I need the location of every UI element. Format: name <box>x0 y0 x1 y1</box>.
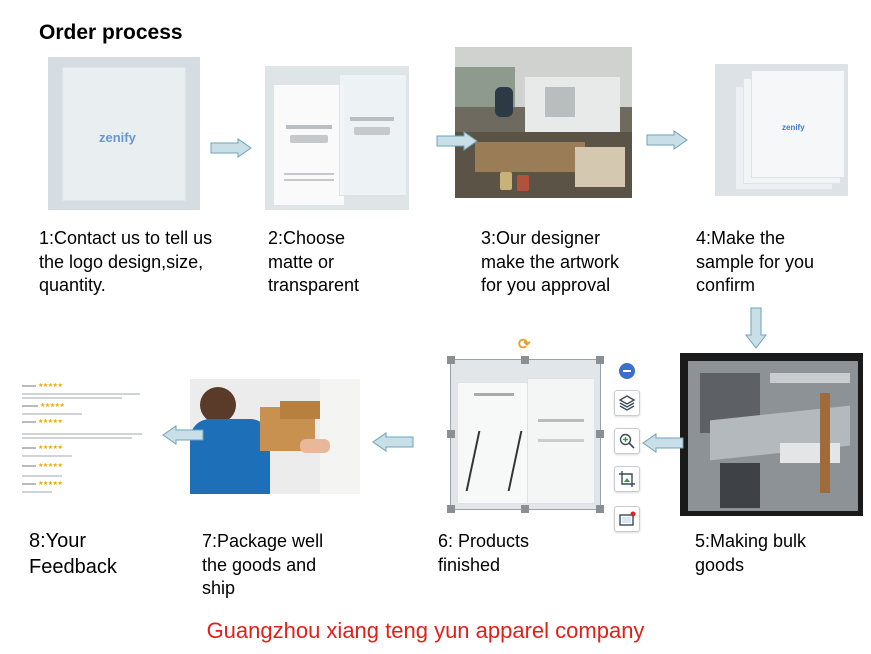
step6-caption: 6: Products finished <box>438 531 530 575</box>
step6-selection-frame[interactable]: ⟳ <box>447 336 604 513</box>
resize-handle-n[interactable] <box>521 356 529 364</box>
arrow-right-2 <box>436 131 478 151</box>
crop-icon <box>619 471 635 487</box>
image-frame-button[interactable] <box>614 506 640 532</box>
step8-caption: 8:Your Feedback <box>29 530 117 578</box>
step6-photo <box>451 360 600 509</box>
arrow-right-1 <box>210 138 252 158</box>
resize-handle-ne[interactable] <box>596 356 604 364</box>
arrow-left-1 <box>642 433 684 453</box>
step7-caption: 7:Package well the goods and ship <box>202 531 324 598</box>
company-footer: Guangzhou xiang teng yun apparel company <box>206 618 645 643</box>
frosted-bag: zenify <box>62 67 186 201</box>
arrow-down <box>745 307 767 349</box>
step3-photo <box>455 47 632 198</box>
finished-bag-left <box>457 382 531 504</box>
step1-caption: 1:Contact us to tell us the logo design,… <box>39 228 213 295</box>
transparent-bag <box>339 74 407 196</box>
arrow-left-3 <box>162 425 204 445</box>
step5-photo <box>680 353 863 516</box>
step8-photo: ★★★★★ ★★★★★ ★★★★★ ★★★★★ ★★★★★ ★★★★★ <box>20 383 144 498</box>
finished-bag-right <box>527 378 595 504</box>
matte-bag <box>273 84 345 206</box>
minus-circle-icon[interactable] <box>619 363 635 379</box>
bag-logo: zenify <box>99 130 136 145</box>
zoom-in-button[interactable] <box>614 428 640 454</box>
step4-caption: 4:Make the sample for you confirm <box>696 228 815 295</box>
resize-handle-s[interactable] <box>521 505 529 513</box>
resize-handle-w[interactable] <box>447 430 455 438</box>
crop-button[interactable] <box>614 466 640 492</box>
layers-button[interactable] <box>614 390 640 416</box>
resize-handle-se[interactable] <box>596 505 604 513</box>
resize-handle-e[interactable] <box>596 430 604 438</box>
step4-photo: zenify <box>715 64 848 196</box>
step3-caption: 3:Our designer make the artwork for you … <box>481 228 620 295</box>
step7-photo <box>190 379 360 494</box>
resize-handle-nw[interactable] <box>447 356 455 364</box>
step2-photo <box>265 66 409 210</box>
zoom-in-icon <box>619 433 635 449</box>
page-title: Order process <box>39 21 183 44</box>
sample-bag-front: zenify <box>751 70 845 178</box>
rotate-handle-icon[interactable]: ⟳ <box>518 336 531 353</box>
arrow-left-2 <box>372 432 414 452</box>
arrow-right-3 <box>646 130 688 150</box>
resize-handle-sw[interactable] <box>447 505 455 513</box>
step5-caption: 5:Making bulk goods <box>695 531 807 575</box>
step2-caption: 2:Choose matte or transparent <box>268 228 360 295</box>
step1-photo: zenify <box>48 57 200 210</box>
image-frame-icon <box>619 511 636 526</box>
sample-bag-logo: zenify <box>782 123 805 132</box>
layers-icon <box>618 395 636 411</box>
